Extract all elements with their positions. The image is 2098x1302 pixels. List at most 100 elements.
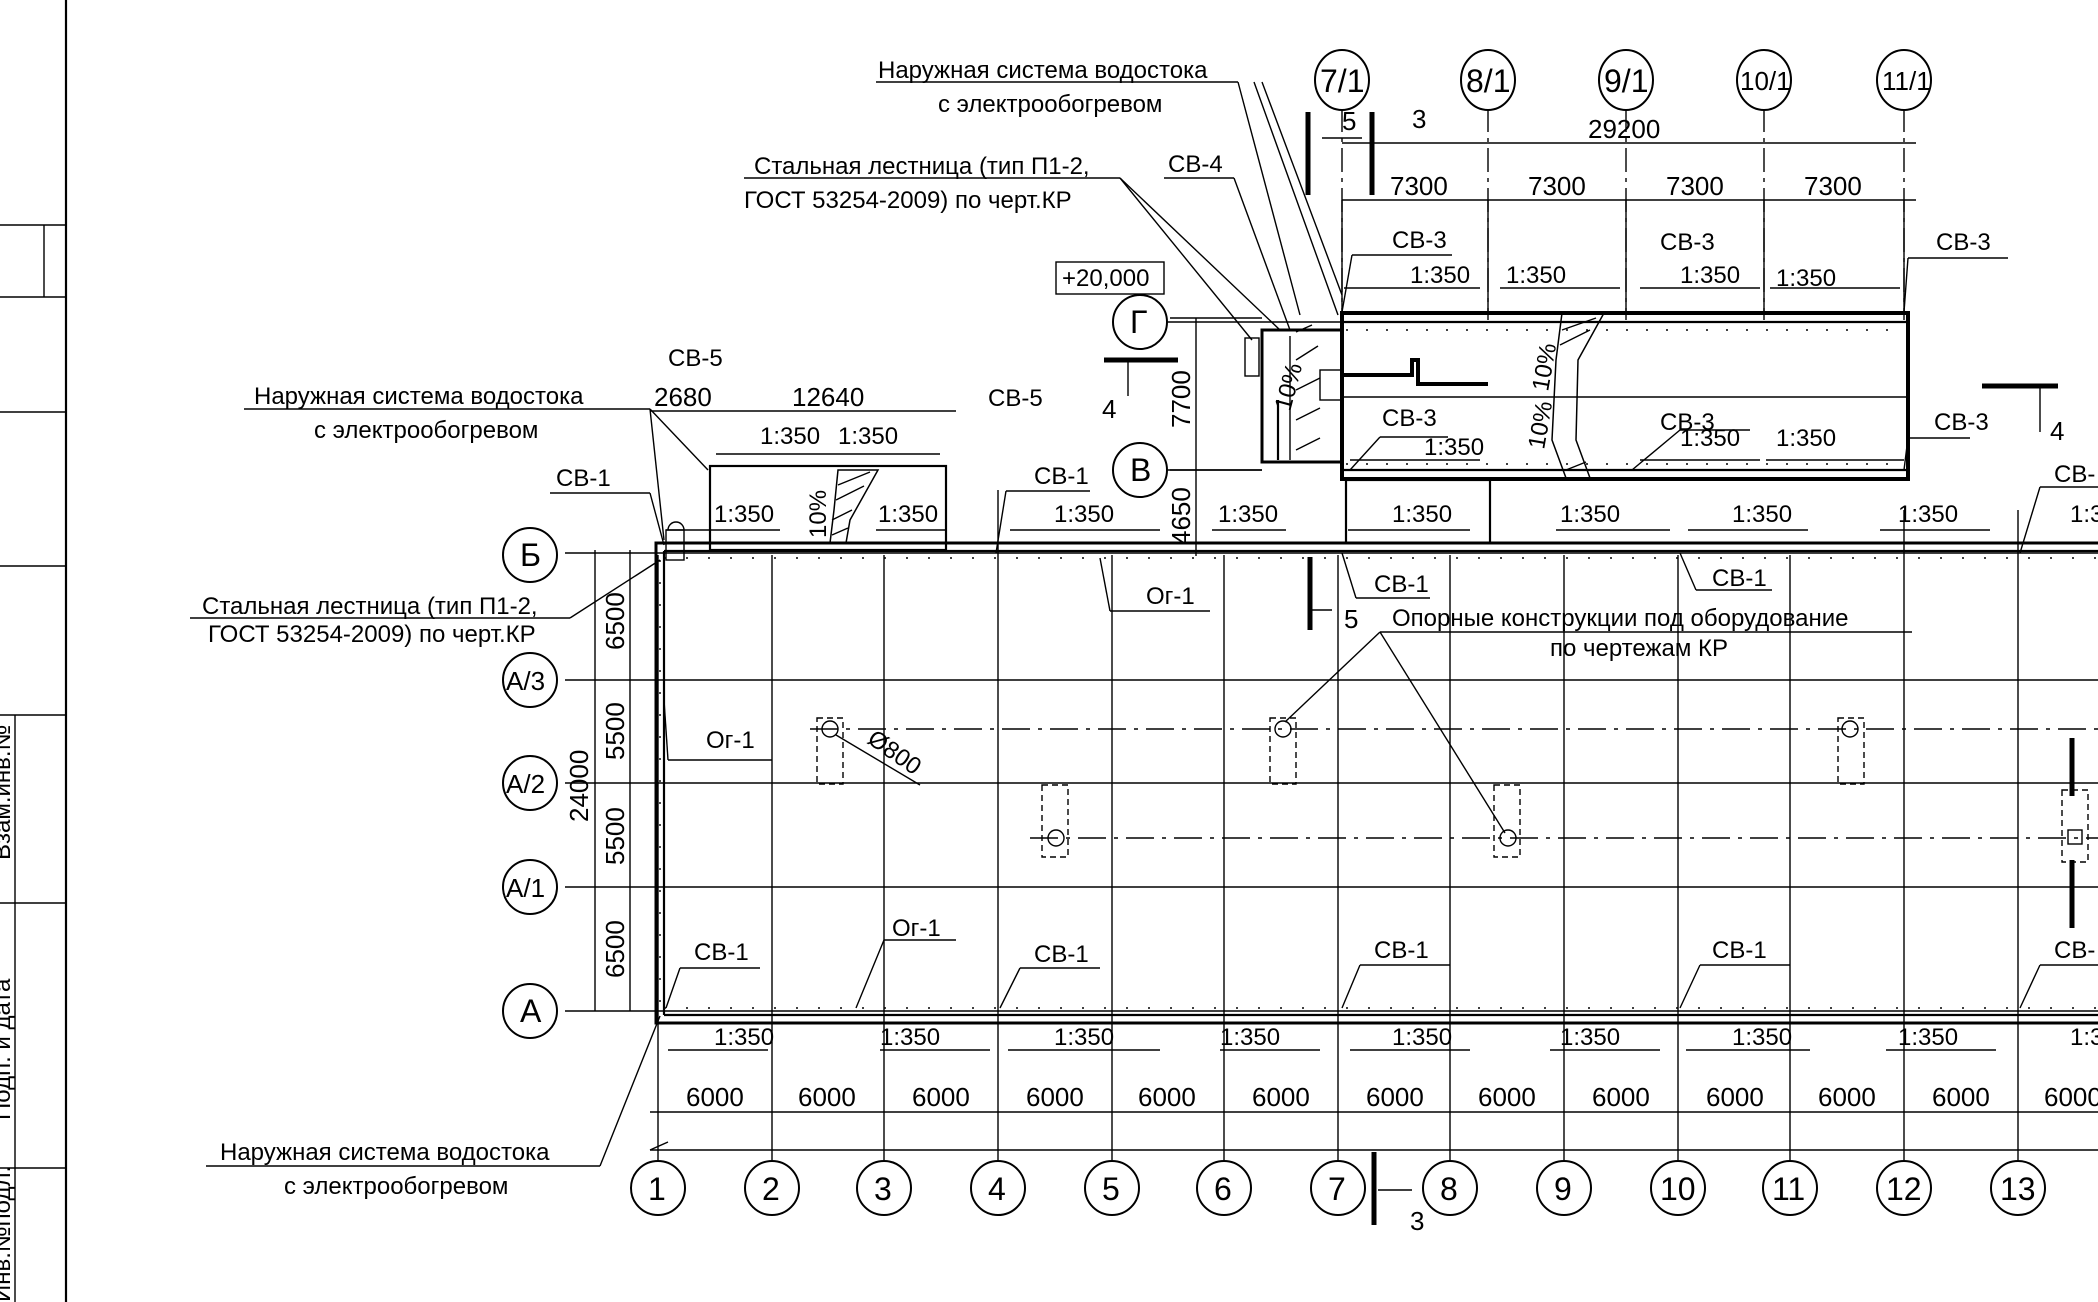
dim-row-6500-top: 6500	[600, 592, 630, 650]
dim-row-5500-2: 5500	[600, 807, 630, 865]
tag-sv4: СВ-4	[1168, 151, 1223, 178]
axis-label-a1: А/1	[506, 873, 545, 903]
elevation-mark: +20,000	[1062, 265, 1149, 292]
dim-row-5500-1: 5500	[600, 702, 630, 760]
tag-og1-top: Ог-1	[1146, 583, 1195, 610]
note-ladder-left-1: Стальная лестница (тип П1-2,	[202, 593, 538, 620]
section-mark-4-right: 4	[2050, 416, 2064, 446]
note-drain-top-1: Наружная система водостока	[878, 57, 1208, 84]
tag-sv1-upper-1: СВ-1	[1374, 571, 1429, 598]
slope-bottom-9: 1:3	[2070, 1024, 2098, 1051]
section-mark-3-bottom: 3	[1410, 1206, 1424, 1236]
dim-7300-4: 7300	[1804, 171, 1862, 201]
note-ladder-left-2: ГОСТ 53254-2009) по черт.КР	[208, 621, 536, 648]
axis-label-10-1: 10/1	[1740, 66, 1791, 96]
dim-6000-8: 6000	[1478, 1082, 1536, 1112]
dim-7300-3: 7300	[1666, 171, 1724, 201]
tag-sv1-bottom-2: СВ-1	[1034, 941, 1089, 968]
tag-sv-cut-bottom: СВ-	[2054, 937, 2095, 964]
tag-sv3-top-1: СВ-3	[1392, 227, 1447, 254]
slope-top-3: 1:350	[1054, 501, 1114, 528]
tag-sv1-bottom-3: СВ-1	[1374, 937, 1429, 964]
axis-label-a3: А/3	[506, 666, 545, 696]
note-ladder-top-2: ГОСТ 53254-2009) по черт.КР	[744, 187, 1072, 214]
tag-sv3-mid-2: СВ-3	[1660, 409, 1715, 436]
grid-lines	[565, 490, 2098, 1160]
slope-top-7: 1:350	[1732, 501, 1792, 528]
slope-bottom-7: 1:350	[1732, 1024, 1792, 1051]
note-drain-left-2: с электрообогревом	[314, 417, 538, 444]
axis-label-a2: А/2	[506, 769, 545, 799]
slope-annex-2: 1:350	[838, 423, 898, 450]
axis-bubbles-top: 7/1 8/1 9/1 10/1 11/1	[1314, 49, 1932, 312]
axis-label-11-1: 11/1	[1882, 66, 1931, 96]
axis-label-13: 13	[2000, 1171, 2036, 1207]
dimension-texts: 6000 6000 6000 6000 6000 6000 6000 6000 …	[564, 114, 2098, 1112]
tag-sv1-upper-2: СВ-1	[1712, 565, 1767, 592]
slope-bottom-2: 1:350	[880, 1024, 940, 1051]
title-block-strip: Взам.инв.№ Подп. и дата Инв.№подл.	[0, 0, 68, 1302]
slope-bottom-1: 1:350	[714, 1024, 774, 1051]
axis-label-3: 3	[874, 1171, 892, 1207]
slope-upper-3: 1:350	[1680, 262, 1740, 289]
slope-top-9: 1:3	[2070, 501, 2098, 528]
dim-row-6500-bottom: 6500	[600, 920, 630, 978]
section-mark-4-left: 4	[1102, 394, 1116, 424]
tag-og1-left: Ог-1	[706, 727, 755, 754]
slope-top-4: 1:350	[1218, 501, 1278, 528]
tag-sv1-left: СВ-1	[556, 465, 611, 492]
axis-label-8: 8	[1440, 1171, 1458, 1207]
axis-bubbles-bottom: 1 2 3 4 5 6 7 8 9 10 11 12 13	[630, 1160, 2046, 1216]
slope-pct-stair: 10%	[1270, 360, 1309, 413]
axis-label-b: Б	[520, 537, 541, 573]
slope-bottom-3: 1:350	[1054, 1024, 1114, 1051]
slope-upper-1: 1:350	[1410, 262, 1470, 289]
dim-2680: 2680	[654, 382, 712, 412]
slope-annex-1: 1:350	[760, 423, 820, 450]
dim-6000-13: 6000	[2044, 1082, 2098, 1112]
tag-sv3-top-2: СВ-3	[1660, 229, 1715, 256]
dim-29200: 29200	[1588, 114, 1660, 144]
title-field-signature: Подп. и дата	[0, 978, 16, 1120]
axis-label-g: Г	[1130, 304, 1147, 340]
slope-bottom-8: 1:350	[1898, 1024, 1958, 1051]
axis-label-9: 9	[1554, 1171, 1572, 1207]
tag-sv-cut-right: СВ-	[2054, 461, 2095, 488]
axis-label-11: 11	[1772, 1171, 1805, 1207]
tag-sv3-top-3: СВ-3	[1936, 229, 1991, 256]
section-mark-3-top: 3	[1412, 104, 1426, 134]
note-drain-top-2: с электрообогревом	[938, 91, 1162, 118]
tag-sv5-right: СВ-5	[988, 385, 1043, 412]
note-ladder-top-1: Стальная лестница (тип П1-2,	[754, 153, 1090, 180]
slope-upper-2: 1:350	[1506, 262, 1566, 289]
dim-6000-3: 6000	[912, 1082, 970, 1112]
slope-upper-6: 1:350	[1680, 425, 1740, 452]
slope-arrows	[666, 287, 1996, 1051]
dim-4650: 4650	[1166, 487, 1196, 545]
axis-label-a: А	[520, 993, 542, 1029]
slope-top-8: 1:350	[1898, 501, 1958, 528]
slope-upper-7: 1:350	[1776, 425, 1836, 452]
tag-sv3-mid-1: СВ-3	[1382, 405, 1437, 432]
title-field-replacement: Взам.инв.№	[0, 725, 16, 860]
dim-6000-12: 6000	[1932, 1082, 1990, 1112]
notes: Наружная система водостока с электрообог…	[202, 57, 1848, 1200]
note-supports-2: по чертежам КР	[1550, 635, 1728, 662]
axis-label-4: 4	[988, 1171, 1006, 1207]
slope-bottom-6: 1:350	[1560, 1024, 1620, 1051]
tag-sv3-right: СВ-3	[1934, 409, 1989, 436]
note-drain-left-1: Наружная система водостока	[254, 383, 584, 410]
upper-annex	[1244, 311, 1910, 545]
tag-texts: СВ-5 СВ-5 СВ-1 СВ-1 СВ-4 СВ-3 СВ-3 СВ-3 …	[556, 151, 2095, 968]
dim-7300-2: 7300	[1528, 171, 1586, 201]
slope-top-6: 1:350	[1560, 501, 1620, 528]
pipe-diameter: Ø800	[863, 725, 927, 781]
note-drain-bottom-2: с электрообогревом	[284, 1173, 508, 1200]
axis-label-12: 12	[1886, 1171, 1922, 1207]
axis-label-2: 2	[762, 1171, 780, 1207]
slope-bottom-5: 1:350	[1392, 1024, 1452, 1051]
tag-sv1-bottom-1: СВ-1	[694, 939, 749, 966]
dim-6000-7: 6000	[1366, 1082, 1424, 1112]
slope-upper-4: 1:350	[1776, 265, 1836, 292]
